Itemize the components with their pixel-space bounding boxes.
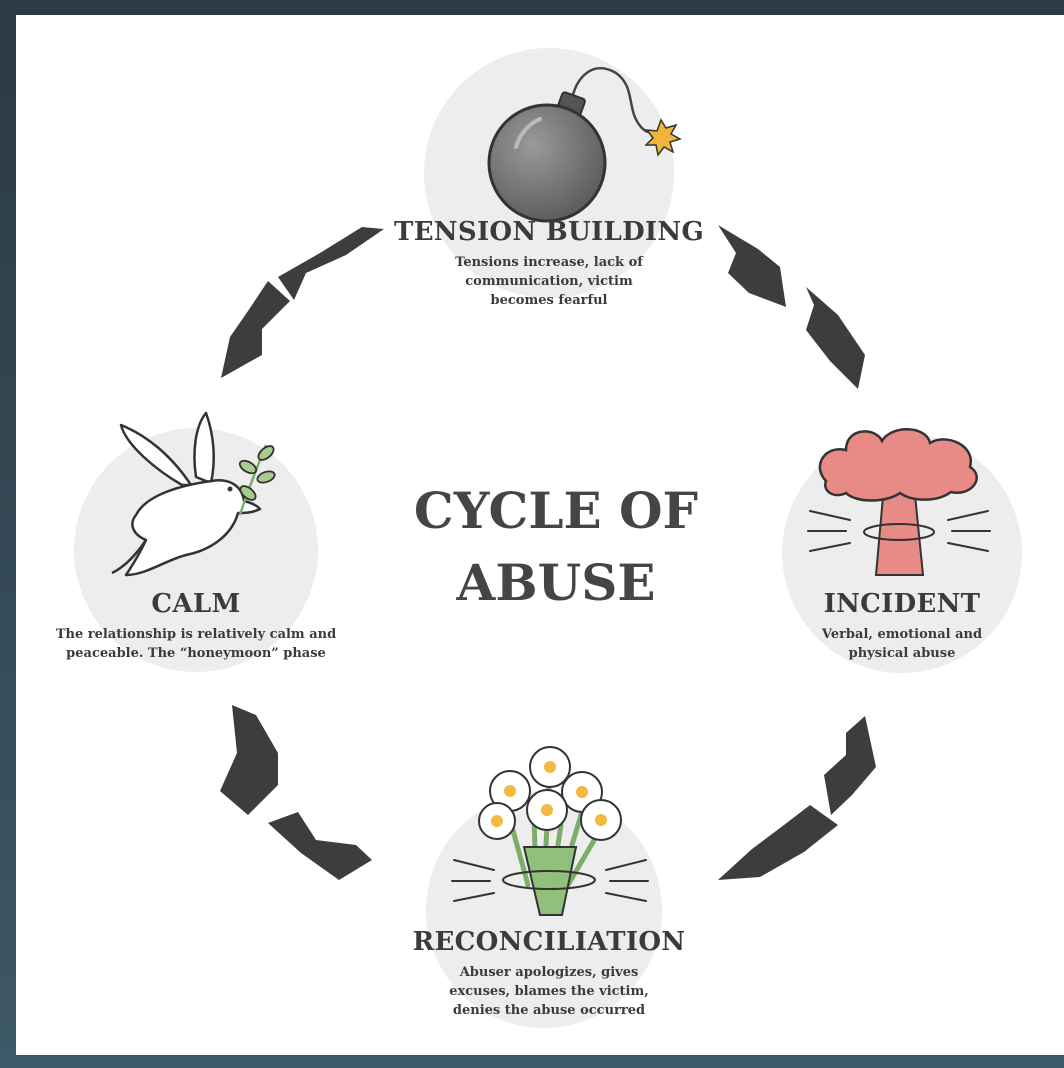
tension-title: TENSION BUILDING — [394, 217, 704, 247]
arrow-reconciliation-to-calm — [220, 705, 372, 880]
dove-icon — [111, 411, 276, 577]
title-line-1: CYCLE OF — [413, 481, 699, 540]
reconciliation-title: RECONCILIATION — [412, 927, 686, 957]
diagram-card: CYCLE OF ABUSE TENSION BUILDING Tensions… — [16, 15, 1064, 1055]
explosion-icon — [807, 428, 991, 576]
title-line-2: ABUSE — [456, 553, 656, 612]
calm-title: CALM — [151, 589, 241, 619]
reconciliation-desc-line: Abuser apologizes, gives — [459, 965, 639, 980]
incident-desc-line: Verbal, emotional and — [821, 627, 983, 642]
arrow-tension-to-incident — [718, 225, 865, 389]
diagram-title: CYCLE OF ABUSE — [376, 475, 736, 619]
calm-description: The relationship is relatively calm and … — [16, 625, 376, 663]
reconciliation-desc-line: excuses, blames the victim, — [449, 984, 649, 999]
tension-desc-line: becomes fearful — [490, 293, 608, 308]
flowers-icon — [451, 746, 649, 916]
arrow-incident-to-reconciliation — [718, 716, 876, 880]
tension-desc-line: Tensions increase, lack of — [455, 255, 643, 270]
calm-desc-line: peaceable. The “honeymoon” phase — [66, 646, 326, 661]
bomb-icon — [487, 67, 682, 223]
incident-description: Verbal, emotional and physical abuse — [762, 625, 1042, 663]
tension-desc-line: communication, victim — [465, 274, 633, 289]
incident-desc-line: physical abuse — [848, 646, 956, 661]
cycle-diagram — [74, 48, 1022, 1028]
reconciliation-desc-line: denies the abuse occurred — [452, 1003, 646, 1018]
incident-title: INCIDENT — [823, 589, 981, 619]
reconciliation-description: Abuser apologizes, gives excuses, blames… — [399, 963, 699, 1020]
calm-desc-line: The relationship is relatively calm and — [55, 627, 337, 642]
tension-description: Tensions increase, lack of communication… — [399, 253, 699, 310]
arrow-calm-to-tension — [221, 227, 384, 378]
